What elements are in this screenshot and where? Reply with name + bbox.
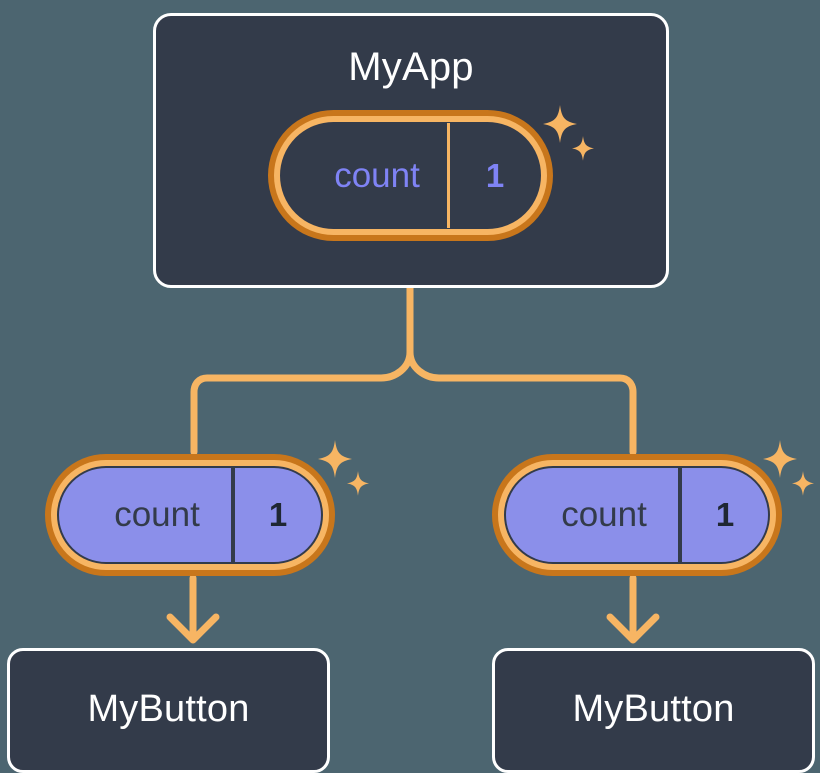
state-key-label: count: [334, 155, 420, 195]
arrow-right: [606, 574, 660, 644]
state-pill-child-left[interactable]: count 1: [45, 454, 335, 576]
component-label-myapp: MyApp: [348, 45, 474, 89]
state-value-label: 1: [678, 468, 768, 562]
component-card-mybutton-right[interactable]: MyButton: [492, 648, 815, 773]
component-card-mybutton-left[interactable]: MyButton: [7, 648, 330, 773]
state-value-label: 1: [447, 123, 540, 228]
pill-inner-ring: count 1: [51, 460, 329, 570]
state-value-label: 1: [231, 468, 321, 562]
pill-inner-ring: count 1: [498, 460, 776, 570]
pill-outer-ring: count 1: [492, 454, 782, 576]
state-key-label: count: [561, 495, 647, 534]
pill-outer-ring: count 1: [268, 110, 553, 241]
tree-branch-path: [190, 284, 637, 456]
pill-outer-ring: count 1: [45, 454, 335, 576]
arrow-left: [166, 574, 220, 644]
state-key-label: count: [114, 495, 200, 534]
pill-inner-ring: count 1: [274, 116, 547, 235]
component-label-mybutton-right: MyButton: [572, 687, 735, 730]
pill-body: count 1: [504, 466, 770, 564]
pill-body: count 1: [57, 466, 323, 564]
component-label-mybutton-left: MyButton: [87, 687, 250, 730]
pill-body: count 1: [280, 122, 541, 229]
state-pill-child-right[interactable]: count 1: [492, 454, 782, 576]
state-pill-myapp[interactable]: count 1: [268, 110, 553, 241]
